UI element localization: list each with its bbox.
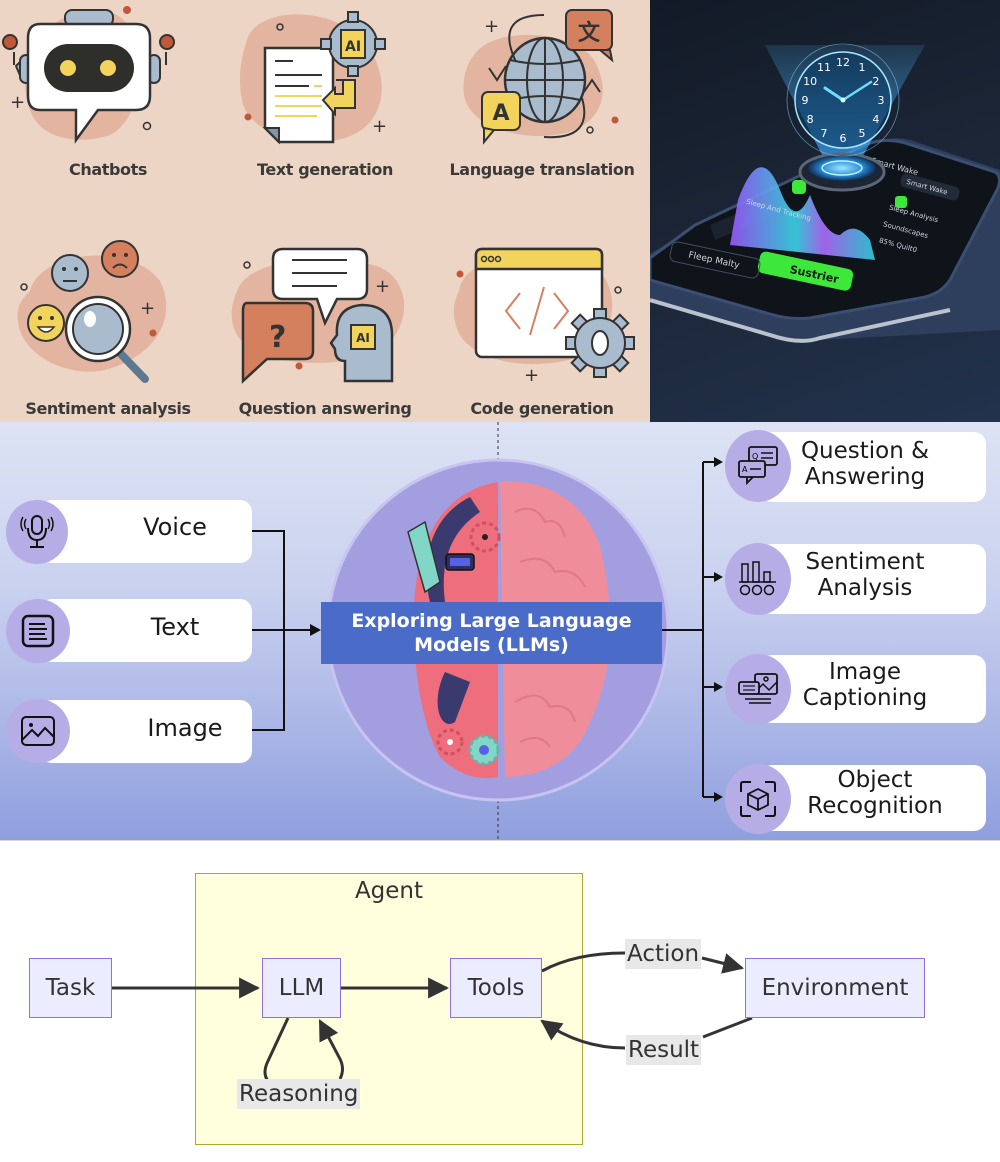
- use-case-label: Sentiment analysis: [25, 399, 191, 418]
- clock-numeral: 10: [803, 75, 817, 88]
- llm-title-banner: Exploring Large Language Models (LLMs): [321, 602, 662, 664]
- edge-environment-to-result: [702, 1016, 753, 1039]
- image-icon: [6, 699, 70, 763]
- agent-flowchart: Agent Task LLM Tools Environment Reasoni…: [0, 840, 1000, 1162]
- edge-reasoning-to-llm: [318, 1019, 344, 1080]
- use-case-text-generation: + AI Text generatio: [217, 0, 433, 211]
- output-label-line2: Analysis: [817, 575, 913, 602]
- output-label-line2: Captioning: [802, 685, 928, 712]
- svg-text:+: +: [484, 16, 499, 37]
- output-label: Image Captioning: [785, 659, 945, 712]
- clock-numeral: 4: [872, 113, 879, 126]
- llm-io-diagram: Exploring Large Language Models (LLMs) V…: [0, 422, 1000, 840]
- ai-badge: AI: [356, 331, 370, 345]
- clock-numeral: 8: [807, 113, 814, 126]
- svg-text:+: +: [372, 116, 387, 137]
- ai-badge: AI: [345, 39, 361, 55]
- use-case-code-generation: +: [434, 211, 650, 422]
- emoji-magnifier-icon: +: [17, 240, 167, 383]
- edge-action-to-environment: [701, 953, 745, 974]
- output-label: Object Recognition: [790, 767, 960, 820]
- globe-translate-icon: + 文 A: [463, 9, 619, 145]
- llm-title-line2: Models (LLMs): [414, 634, 569, 656]
- output-label-line2: Recognition: [807, 793, 943, 820]
- use-case-sentiment-analysis: + Sentiment analysis: [0, 211, 216, 422]
- input-label: Voice: [143, 513, 207, 541]
- svg-text:A: A: [742, 465, 748, 474]
- svg-text:+: +: [140, 298, 155, 319]
- output-label-line2: Answering: [804, 464, 926, 491]
- llm-use-cases-panel: + Chatbots +: [0, 0, 650, 422]
- use-case-question-answering: + ? AI Question answering: [217, 211, 433, 422]
- node-task[interactable]: Task: [29, 958, 112, 1018]
- node-tools[interactable]: Tools: [450, 958, 542, 1018]
- edge-label-result: Result: [626, 1035, 702, 1065]
- output-label: Question & Answering: [785, 438, 945, 491]
- node-environment[interactable]: Environment: [745, 958, 925, 1018]
- edge-tools-to-action: [541, 951, 626, 973]
- clock-numeral: 12: [836, 56, 850, 69]
- ai-document-icon: + AI: [239, 11, 387, 145]
- agent-edges: [111, 951, 753, 1082]
- output-label-line1: Sentiment: [805, 549, 925, 575]
- svg-text:+: +: [10, 92, 25, 113]
- node-llm[interactable]: LLM: [262, 958, 341, 1018]
- clock-numeral: 1: [859, 61, 866, 74]
- object-scan-icon: [725, 764, 791, 834]
- svg-text:+: +: [375, 276, 390, 297]
- use-case-label: Code generation: [470, 399, 614, 418]
- output-label-line1: Object: [837, 767, 913, 793]
- code-window-gear-icon: +: [453, 247, 635, 386]
- clock-numeral: 6: [840, 132, 847, 145]
- hologram-emitter: [808, 155, 876, 181]
- clock-numeral: 11: [817, 61, 831, 74]
- svg-text:+: +: [524, 365, 539, 386]
- letter-a-glyph: A: [492, 101, 509, 126]
- output-label-line1: Question &: [800, 438, 930, 464]
- edge-result-to-tools: [540, 1019, 626, 1050]
- clock-numeral: 9: [802, 94, 809, 107]
- agent-subgraph-label: Agent: [354, 878, 424, 904]
- clock-numeral: 7: [821, 127, 828, 140]
- primary-action-button: [757, 251, 854, 291]
- use-case-label: Language translation: [449, 160, 635, 179]
- question-mark-glyph: ?: [269, 320, 286, 355]
- microphone-icon: [6, 500, 68, 564]
- use-case-language-translation: + 文 A Language translation: [434, 0, 650, 211]
- clock-numeral: 2: [872, 75, 879, 88]
- smart-wake-phone-photo: Sustrier Fleep Malty Smart Wake Sleep An…: [650, 0, 1000, 422]
- image-caption-icon: [725, 654, 791, 724]
- input-label: Image: [147, 714, 223, 742]
- edge-llm-to-reasoning: [263, 1017, 290, 1082]
- input-label: Text: [150, 613, 200, 641]
- svg-text:Q: Q: [752, 452, 758, 461]
- output-label-line1: Image: [828, 659, 902, 685]
- translate-glyph: 文: [578, 20, 601, 46]
- use-case-label: Question answering: [238, 399, 412, 418]
- chatbot-robot-icon: +: [2, 6, 175, 144]
- ai-chat-question-icon: + ? AI: [231, 247, 405, 384]
- output-label: Sentiment Analysis: [785, 549, 945, 602]
- use-case-chatbots: + Chatbots: [0, 0, 216, 211]
- phone-illustration: Sustrier Fleep Malty Smart Wake Sleep An…: [650, 43, 1000, 343]
- llm-title-line1: Exploring Large Language: [351, 610, 632, 632]
- use-case-label: Text generation: [257, 160, 393, 179]
- use-case-label: Chatbots: [69, 160, 147, 179]
- clock-numeral: 3: [878, 94, 885, 107]
- clock-numeral: 5: [859, 127, 866, 140]
- text-document-icon: [6, 599, 70, 663]
- sentiment-bars-icon: [725, 543, 791, 615]
- edge-label-reasoning: Reasoning: [237, 1079, 361, 1109]
- edge-label-action: Action: [625, 939, 702, 969]
